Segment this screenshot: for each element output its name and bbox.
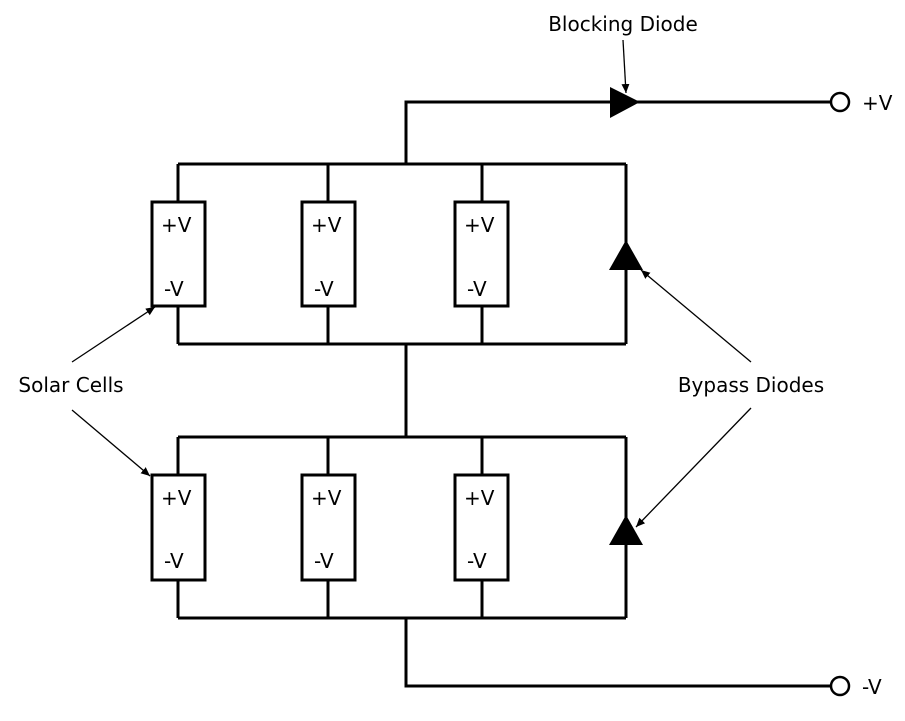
positive-terminal-label: +V [862, 91, 893, 115]
solar-cell-bottom-1 [150, 473, 207, 582]
cell-top-2-minus: -V [314, 277, 334, 301]
cell-top-3-plus: +V [464, 213, 495, 237]
solar-cells-label: Solar Cells [18, 373, 123, 397]
negative-output-wire [404, 618, 830, 688]
cell-bottom-1-minus: -V [164, 549, 184, 573]
positive-terminal-icon [829, 91, 851, 113]
solar-cell-top-2 [300, 200, 357, 308]
cell-top-1-plus: +V [161, 213, 192, 237]
solar-cells-arrow-top [71, 306, 156, 363]
cell-bottom-3-minus: -V [467, 549, 487, 573]
blocking-diode-label: Blocking Diode [548, 12, 698, 36]
cell-top-2-plus: +V [311, 213, 342, 237]
solar-cell-top-1 [150, 200, 207, 308]
bypass-diodes-arrow-top [640, 269, 752, 363]
cell-bottom-2-minus: -V [314, 549, 334, 573]
negative-terminal-icon [829, 675, 851, 697]
cell-bottom-1-plus: +V [161, 486, 192, 510]
solar-cell-top-3 [453, 200, 510, 308]
solar-cells-arrow-bottom [71, 409, 151, 477]
bypass-diodes-arrow-bottom [635, 407, 752, 528]
blocking-diode-icon [610, 87, 640, 118]
bypass-diodes-label: Bypass Diodes [678, 373, 824, 397]
bottom-bypass-diode-icon [609, 515, 643, 545]
cell-bottom-3-plus: +V [464, 486, 495, 510]
top-bypass-diode-icon [609, 240, 643, 270]
positive-output-wire [404, 100, 830, 164]
cell-bottom-2-plus: +V [311, 486, 342, 510]
cell-top-3-minus: -V [467, 277, 487, 301]
negative-terminal-label: -V [862, 675, 882, 699]
solar-cell-bottom-3 [453, 473, 510, 582]
blocking-diode-arrow [621, 39, 630, 94]
solar-cell-bottom-2 [300, 473, 357, 582]
cell-top-1-minus: -V [164, 277, 184, 301]
